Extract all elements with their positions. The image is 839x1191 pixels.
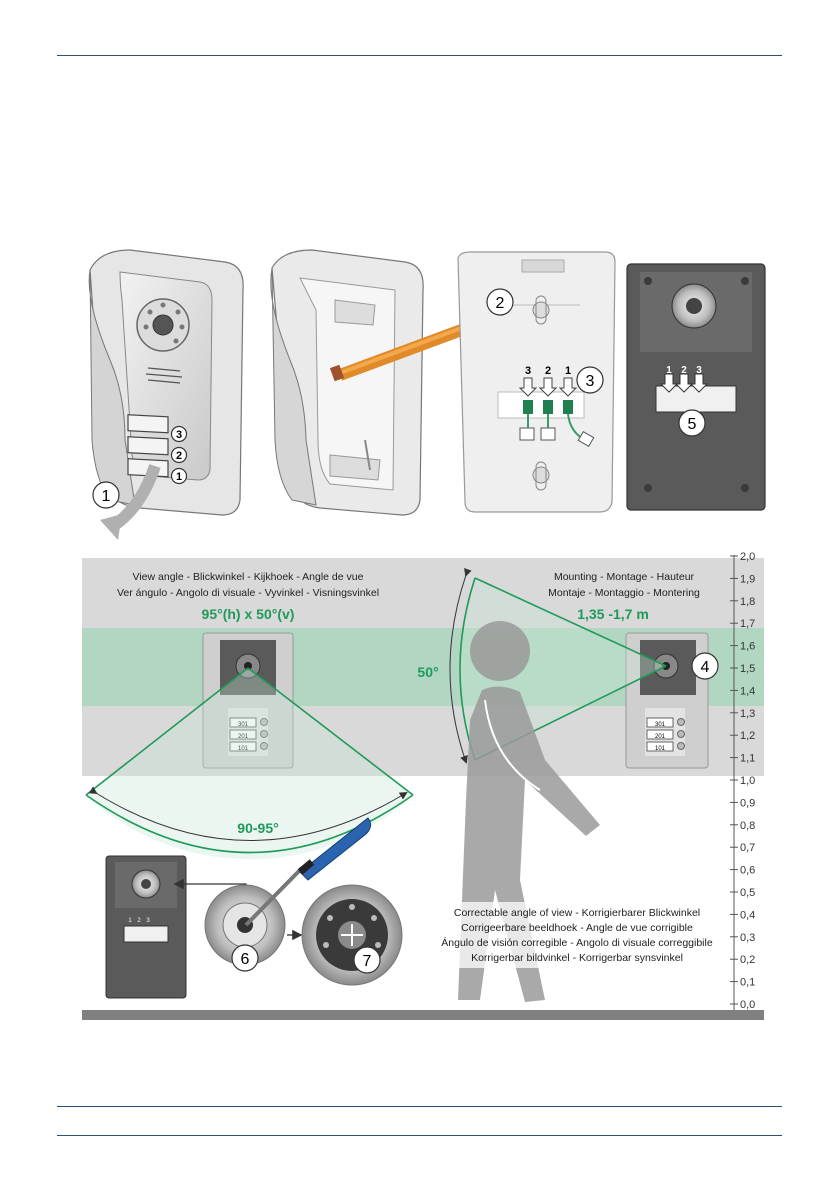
callout-1: 1 <box>102 488 111 505</box>
floor <box>82 1010 764 1020</box>
arm-outline <box>484 699 541 791</box>
scale-tick-label: 1,5 <box>740 663 755 675</box>
module-terminal-label: 2 <box>681 365 687 376</box>
terminal-label: 1 <box>565 365 571 377</box>
module-terminal-label: 1 <box>666 365 672 376</box>
callout-7: 7 <box>363 953 372 970</box>
callout-3: 3 <box>586 373 595 390</box>
callout-6-circle <box>231 944 259 972</box>
scale-tick-label: 0,5 <box>740 887 755 899</box>
scale-tick-label: 1,0 <box>740 775 755 787</box>
name-tag: 201 <box>655 734 666 740</box>
electronics-module: 1 2 3 5 <box>626 263 766 511</box>
module-terminal-label: 2 <box>137 918 141 924</box>
module-terminal-label: 1 <box>128 918 132 924</box>
correctable-line: Correctable angle of view - Korrigierbar… <box>454 907 700 919</box>
view-angle-value: 95°(h) x 50°(v) <box>202 606 295 622</box>
correctable-line: Corrigeerbare beeldhoek - Angle de vue c… <box>461 922 693 934</box>
scale-tick-label: 1,6 <box>740 641 755 653</box>
scale-tick-label: 1,1 <box>740 753 755 765</box>
scale-tick-label: 1,9 <box>740 573 755 585</box>
module-rear-small: 1 2 3 <box>105 855 187 999</box>
mounting-line2: Montaje - Montaggio - Montering <box>548 587 700 599</box>
correctable-line: Korrigerbar bildvinkel - Korrigerbar syn… <box>471 952 683 964</box>
mounting-line1: Mounting - Montage - Hauteur <box>554 571 695 583</box>
scale-tick-label: 0,9 <box>740 797 755 809</box>
callout-4: 4 <box>701 659 710 676</box>
scale-tick-label: 1,3 <box>740 708 755 720</box>
scale-tick-label: 1,8 <box>740 596 755 608</box>
scale-tick-label: 0,3 <box>740 932 755 944</box>
scale-tick-label: 0,4 <box>740 909 755 921</box>
name-tag: 101 <box>655 746 666 752</box>
view-angle-line1: View angle - Blickwinkel - Kijkhoek - An… <box>133 571 364 583</box>
scale-tick-label: 0,8 <box>740 820 755 832</box>
callout-3-circle <box>576 366 604 394</box>
outdoor-panel-right: 301 201 101 4 <box>625 632 719 769</box>
scale-tick-label: 0,7 <box>740 842 755 854</box>
view-angle-line2: Ver ángulo - Angolo di visuale - Vyvinke… <box>117 587 379 599</box>
scale-tick-label: 1,2 <box>740 730 755 742</box>
outdoor-panel-left: 301 201 101 <box>202 632 294 769</box>
scale-tick-label: 2,0 <box>740 551 755 563</box>
footer-rule-top <box>57 1106 782 1107</box>
module-terminal-label: 3 <box>146 918 150 924</box>
callout-1-circle <box>92 481 120 509</box>
scale-tick-label: 0,6 <box>740 865 755 877</box>
header-rule <box>57 55 782 56</box>
button-label: 3 <box>176 429 182 441</box>
callout-2-circle <box>486 288 514 316</box>
correctable-line: Ángulo de visión corregible - Angolo di … <box>441 936 713 949</box>
outdoor-panel-front: 3 2 1 1 <box>88 249 244 540</box>
camera-adjust-detail: 7 <box>301 884 403 986</box>
correctable-box <box>432 902 722 968</box>
scale-tick-label: 1,7 <box>740 618 755 630</box>
rain-housing <box>270 249 424 516</box>
mounting-value: 1,35 -1,7 m <box>577 606 649 622</box>
scale-tick-label: 1,4 <box>740 685 755 697</box>
name-tag: 101 <box>238 746 249 752</box>
person-silhouette <box>458 621 600 1002</box>
callout-5: 5 <box>688 416 697 433</box>
button-label: 1 <box>176 471 182 483</box>
name-tag: 301 <box>655 722 666 728</box>
callout-4-circle <box>691 652 719 680</box>
scale-tick-label: 0,0 <box>740 999 755 1011</box>
callout-6: 6 <box>241 951 250 968</box>
terminal-label: 2 <box>545 365 551 377</box>
callout-7-circle <box>353 946 381 974</box>
terminal-wires <box>519 400 595 448</box>
horizontal-angle-label: 90-95° <box>237 820 278 836</box>
vertical-angle-label: 50° <box>417 664 438 680</box>
footer-rule-bottom <box>57 1135 782 1136</box>
height-scale: 2,0 1,9 1,8 1,7 1,6 1,5 1,4 1,3 1,2 1,1 1,0 0,9 0,8 0… <box>730 551 755 1011</box>
back-plate: 3 2 1 2 3 <box>457 251 616 513</box>
scale-tick-label: 0,2 <box>740 954 755 966</box>
module-terminal-label: 3 <box>696 365 702 376</box>
scale-tick-label: 0,1 <box>740 977 755 989</box>
callout-2: 2 <box>496 295 505 312</box>
name-tag: 301 <box>238 722 249 728</box>
callout-5-circle <box>678 409 706 437</box>
panel-button-labels: 3 2 1 <box>170 425 188 485</box>
name-tag: 201 <box>238 734 249 740</box>
terminal-label: 3 <box>525 365 531 377</box>
button-label: 2 <box>176 450 182 462</box>
screwdriver-icon <box>244 817 372 927</box>
